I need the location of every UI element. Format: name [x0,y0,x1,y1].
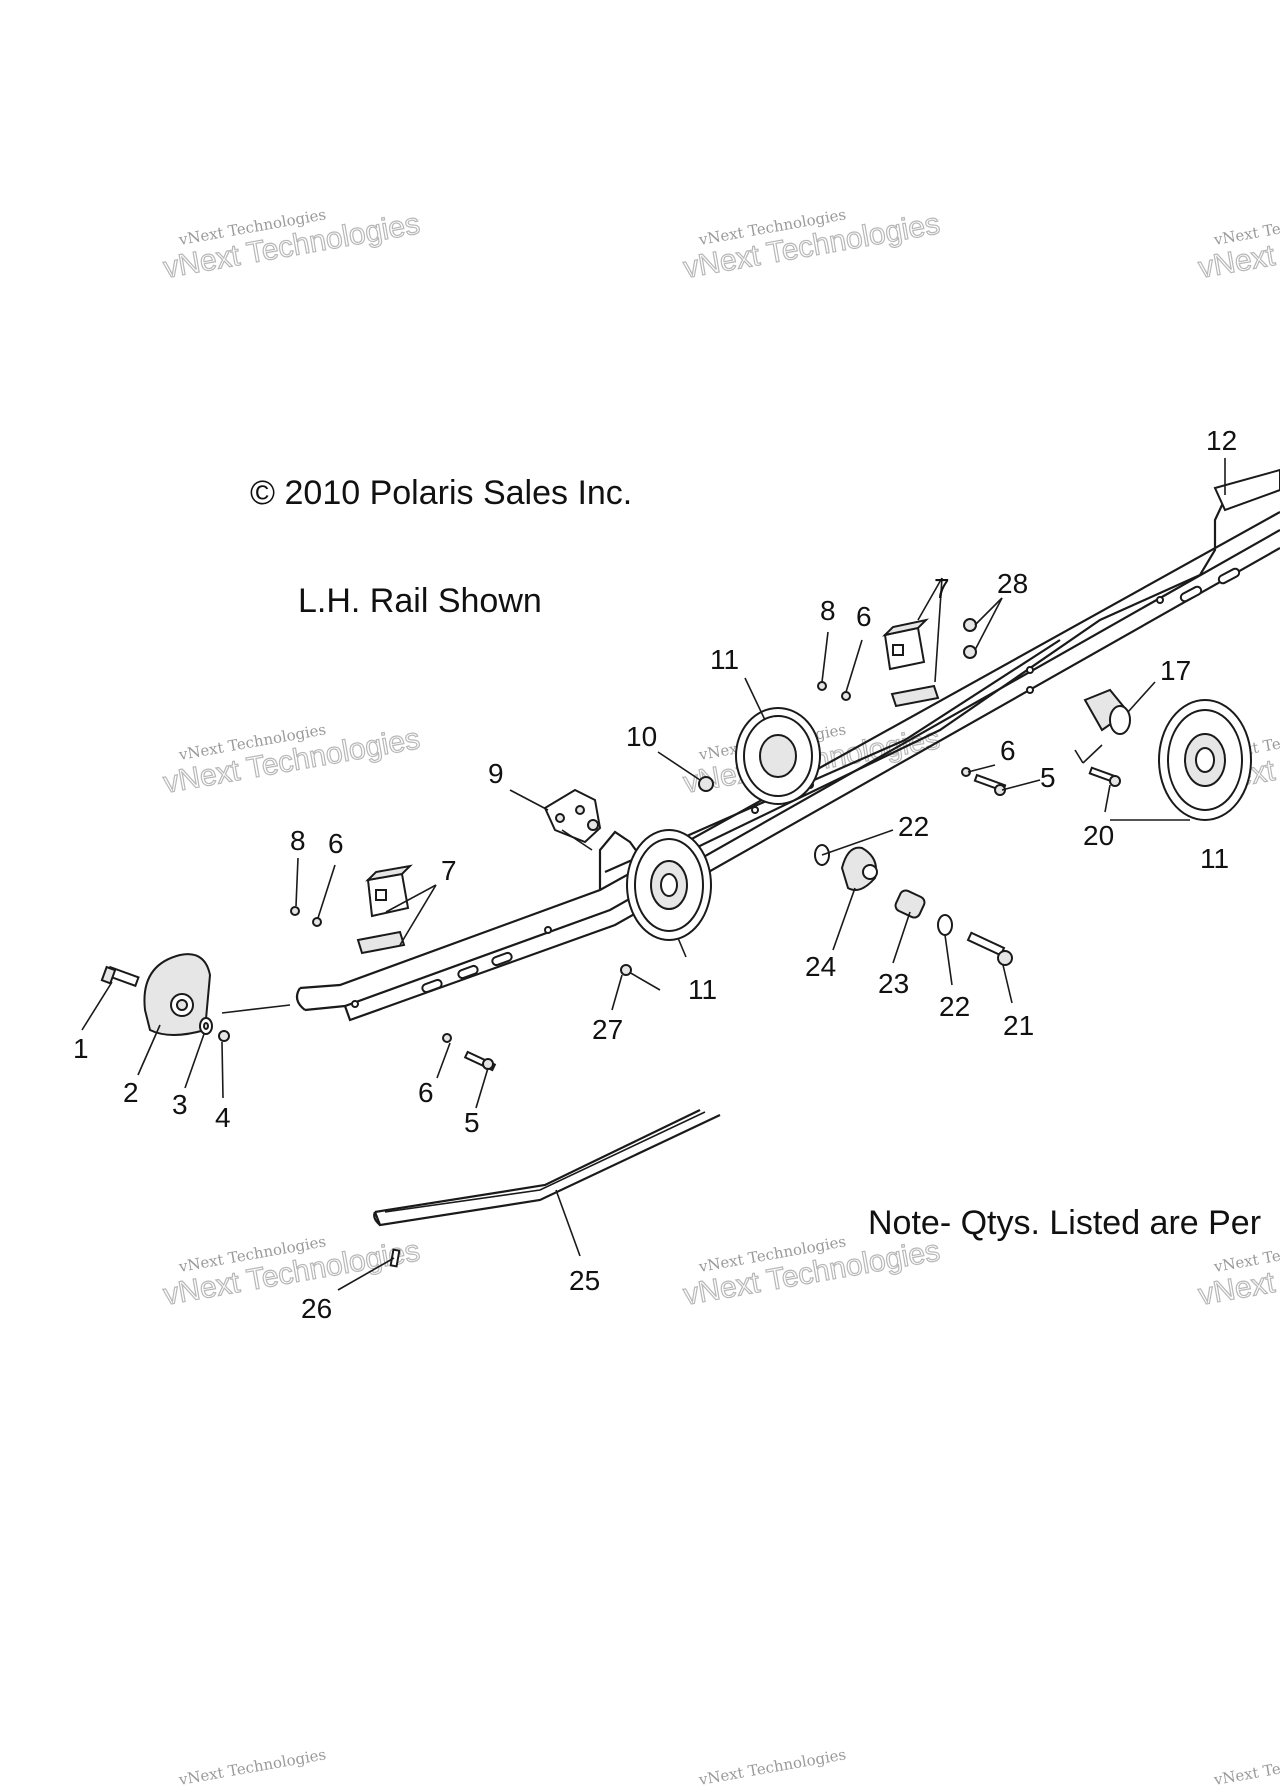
slider-block-part-7 [881,618,940,708]
bolt-part-1 [100,965,140,988]
pin-part-27 [620,964,661,991]
callout-6: 6 [418,1077,434,1108]
callout-3: 3 [172,1089,188,1120]
callout-8: 8 [290,825,306,856]
copyright-note: © 2010 Polaris Sales Inc. [250,474,632,512]
callout-10: 10 [626,721,657,752]
callout-17: 17 [1160,655,1191,686]
svg-text:vNext Technologies: vNext Technologies [177,1745,328,1789]
callout-21: 21 [1003,1010,1034,1041]
idler-wheel-part-11 [1158,699,1252,821]
wear-strip [373,1109,721,1227]
callout-2: 2 [123,1077,139,1108]
rail-assembly [221,468,1280,1022]
watermark: vNext Technologies vNext Technologies [1195,205,1280,285]
callout-11: 11 [1200,843,1229,874]
nut-part-6 [841,691,851,701]
callout-5: 5 [464,1107,480,1138]
nut-part-28 [963,618,977,632]
callout-12: 12 [1206,425,1237,456]
screw-part-26 [389,1248,401,1268]
watermarks: vNext Technologies vNext Technologies vN… [160,205,1280,1789]
rail-shown-note: L.H. Rail Shown [298,582,542,620]
bolt-part-20 [1088,766,1121,787]
watermark: vNext Technologies vNext Technologies [680,205,943,285]
callout-8: 8 [820,595,836,626]
quantity-note: Note- Qtys. Listed are Per [868,1204,1261,1242]
callout-11: 11 [688,974,717,1005]
watermark: vNext Technologies [177,1745,328,1789]
bolt-part-5-upper [973,773,1007,796]
spacer-part-17 [1083,688,1131,735]
washer-part-22 [937,914,953,936]
callout-7: 7 [441,855,457,886]
nut-part-4 [218,1030,230,1042]
end-cap-part-2 [143,953,212,1036]
callout-1: 1 [73,1033,89,1064]
svg-text:vNext Technologies: vNext Technologies [1196,207,1280,285]
callout-22: 22 [898,811,929,842]
leader-lines [81,458,1226,1291]
nut-part-8 [817,681,827,691]
bracket-part-9 [543,788,602,844]
rail-end-part-12 [1213,468,1280,512]
callout-6: 6 [856,601,872,632]
watermark: vNext Technologies [697,1745,848,1789]
callout-6: 6 [328,828,344,859]
rail-holes [351,596,1164,1008]
nut-part-6 [312,917,322,927]
watermark: vNext Technologies [1212,1745,1280,1789]
nut-part-28 [963,645,977,659]
svg-text:vNext Technologies: vNext Technologies [697,1745,848,1789]
callout-23: 23 [878,968,909,999]
nut-part-8 [290,906,300,916]
callout-20: 20 [1083,820,1114,851]
callout-5: 5 [1040,762,1056,793]
nut-part-10 [698,776,714,792]
rail-leader-line [221,1004,291,1014]
callout-26: 26 [301,1293,332,1324]
callout-11: 11 [710,644,739,675]
callout-6: 6 [1000,735,1016,766]
callout-7: 7 [934,573,950,604]
callout-25: 25 [569,1265,600,1296]
cap-part-24 [840,846,878,891]
callout-4: 4 [215,1102,231,1133]
svg-text:vNext Technologies: vNext Technologies [1196,1234,1280,1312]
rail-slots [421,567,1241,994]
svg-text:vNext Technologies: vNext Technologies [1212,1745,1280,1789]
bolt-part-5-lower [463,1050,497,1072]
watermark: vNext Technologies vNext Technologies [160,720,423,800]
watermark: vNext Technologies vNext Technologies [160,205,423,285]
callout-9: 9 [488,758,504,789]
nut-part-6 [442,1033,452,1043]
callouts: 1 2 3 4 5 5 6 6 6 6 7 7 8 8 9 10 11 11 1… [73,425,1237,1324]
callout-28: 28 [997,568,1028,599]
callout-22: 22 [939,991,970,1022]
bolt-part-21 [966,931,1013,966]
callout-27: 27 [592,1014,623,1045]
washer-part-3 [199,1017,213,1035]
idler-wheel-part-11 [626,829,712,941]
idler-wheel-part-11 [735,707,821,805]
spacer-part-23 [894,889,926,919]
callout-24: 24 [805,951,836,982]
